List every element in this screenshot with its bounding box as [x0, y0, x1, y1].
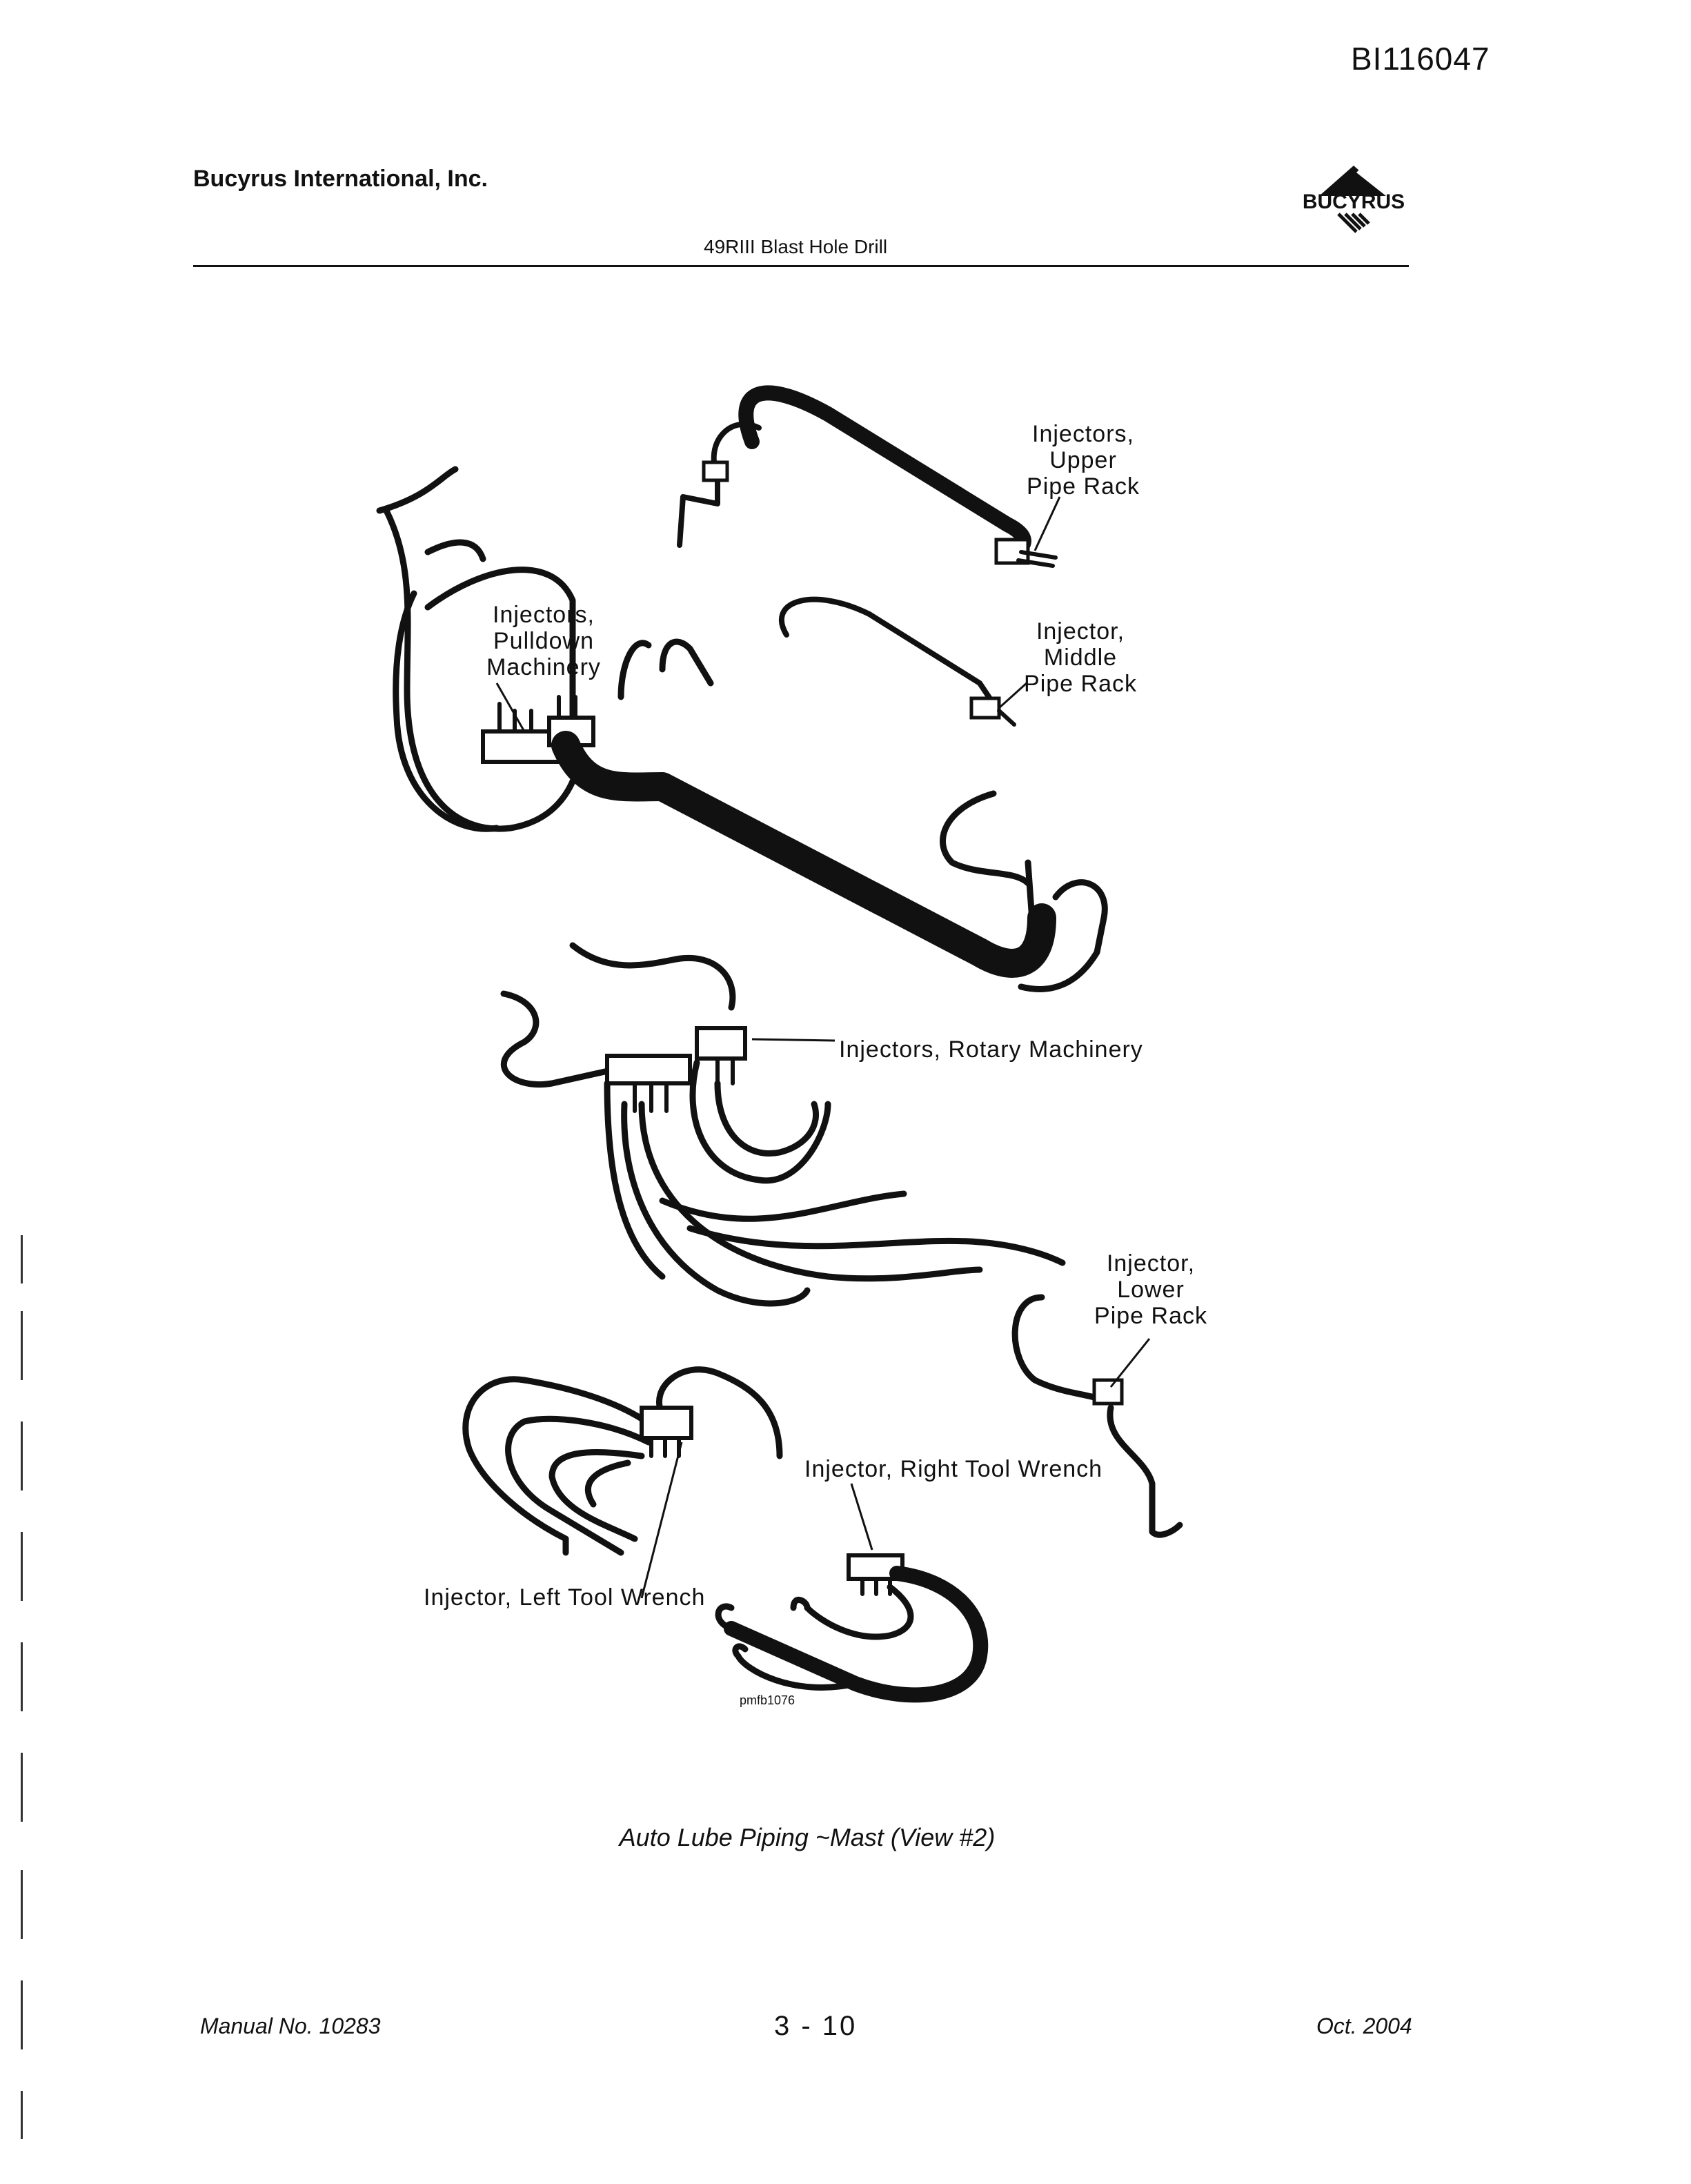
scan-margin-mark	[21, 1421, 23, 1491]
scan-margin-mark	[21, 1753, 23, 1822]
label-middle-pipe-rack-2: Middle	[1044, 645, 1117, 671]
left-tool-wrench-pipes	[462, 1366, 783, 1556]
figure-caption: Auto Lube Piping ~Mast (View #2)	[619, 1823, 996, 1851]
label-lower-pipe-rack-3: Pipe Rack	[1094, 1303, 1207, 1329]
rotary-pipes	[500, 942, 1066, 1307]
bucyrus-logo: BUCYRUS	[1303, 166, 1405, 233]
main-diagonal-pipes	[551, 731, 1108, 992]
label-lower-pipe-rack-1: Injector,	[1107, 1250, 1195, 1277]
scan-margin-mark	[21, 1870, 23, 1939]
label-upper-pipe-rack-3: Pipe Rack	[1027, 473, 1140, 500]
label-rotary-machinery: Injectors, Rotary Machinery	[839, 1036, 1143, 1063]
footer-manual-number: Manual No. 10283	[200, 2014, 381, 2038]
right-tool-wrench-pipes	[715, 1553, 989, 1703]
logo-text: BUCYRUS	[1303, 190, 1405, 213]
label-upper-pipe-rack-2: Upper	[1049, 447, 1117, 473]
label-right-tool-wrench: Injector, Right Tool Wrench	[804, 1456, 1102, 1482]
label-middle-pipe-rack-3: Pipe Rack	[1024, 671, 1137, 697]
scan-margin-mark	[21, 1532, 23, 1601]
label-pulldown-2: Pulldown	[493, 628, 594, 654]
upper-pipe-rack-pipes	[677, 385, 1058, 568]
leader-lines	[495, 496, 1151, 1599]
company-name: Bucyrus International, Inc.	[193, 166, 488, 192]
document-id: BI116047	[1351, 41, 1490, 77]
scan-margin-mark	[21, 1235, 23, 1283]
label-middle-pipe-rack-1: Injector,	[1036, 618, 1125, 645]
label-lower-pipe-rack-2: Lower	[1117, 1277, 1185, 1303]
footer-page-number: 3 - 10	[774, 2011, 858, 2041]
label-pulldown-3: Machinery	[486, 654, 601, 680]
middle-pipe-rack-pipe	[779, 596, 1016, 727]
scan-margin-mark	[21, 1311, 23, 1380]
label-upper-pipe-rack-1: Injectors,	[1032, 421, 1134, 447]
header-rule	[193, 265, 1409, 267]
document-subtitle: 49RIII Blast Hole Drill	[704, 236, 888, 257]
label-left-tool-wrench: Injector, Left Tool Wrench	[424, 1584, 705, 1611]
figure-ref-code: pmfb1076	[740, 1693, 795, 1707]
lower-pipe-rack-pipe	[1011, 1294, 1183, 1538]
footer-date: Oct. 2004	[1316, 2014, 1412, 2038]
scan-margin-mark	[21, 1980, 23, 2049]
label-pulldown-1: Injectors,	[493, 602, 595, 628]
scan-margin-mark	[21, 2091, 23, 2139]
scan-margin-mark	[21, 1642, 23, 1711]
